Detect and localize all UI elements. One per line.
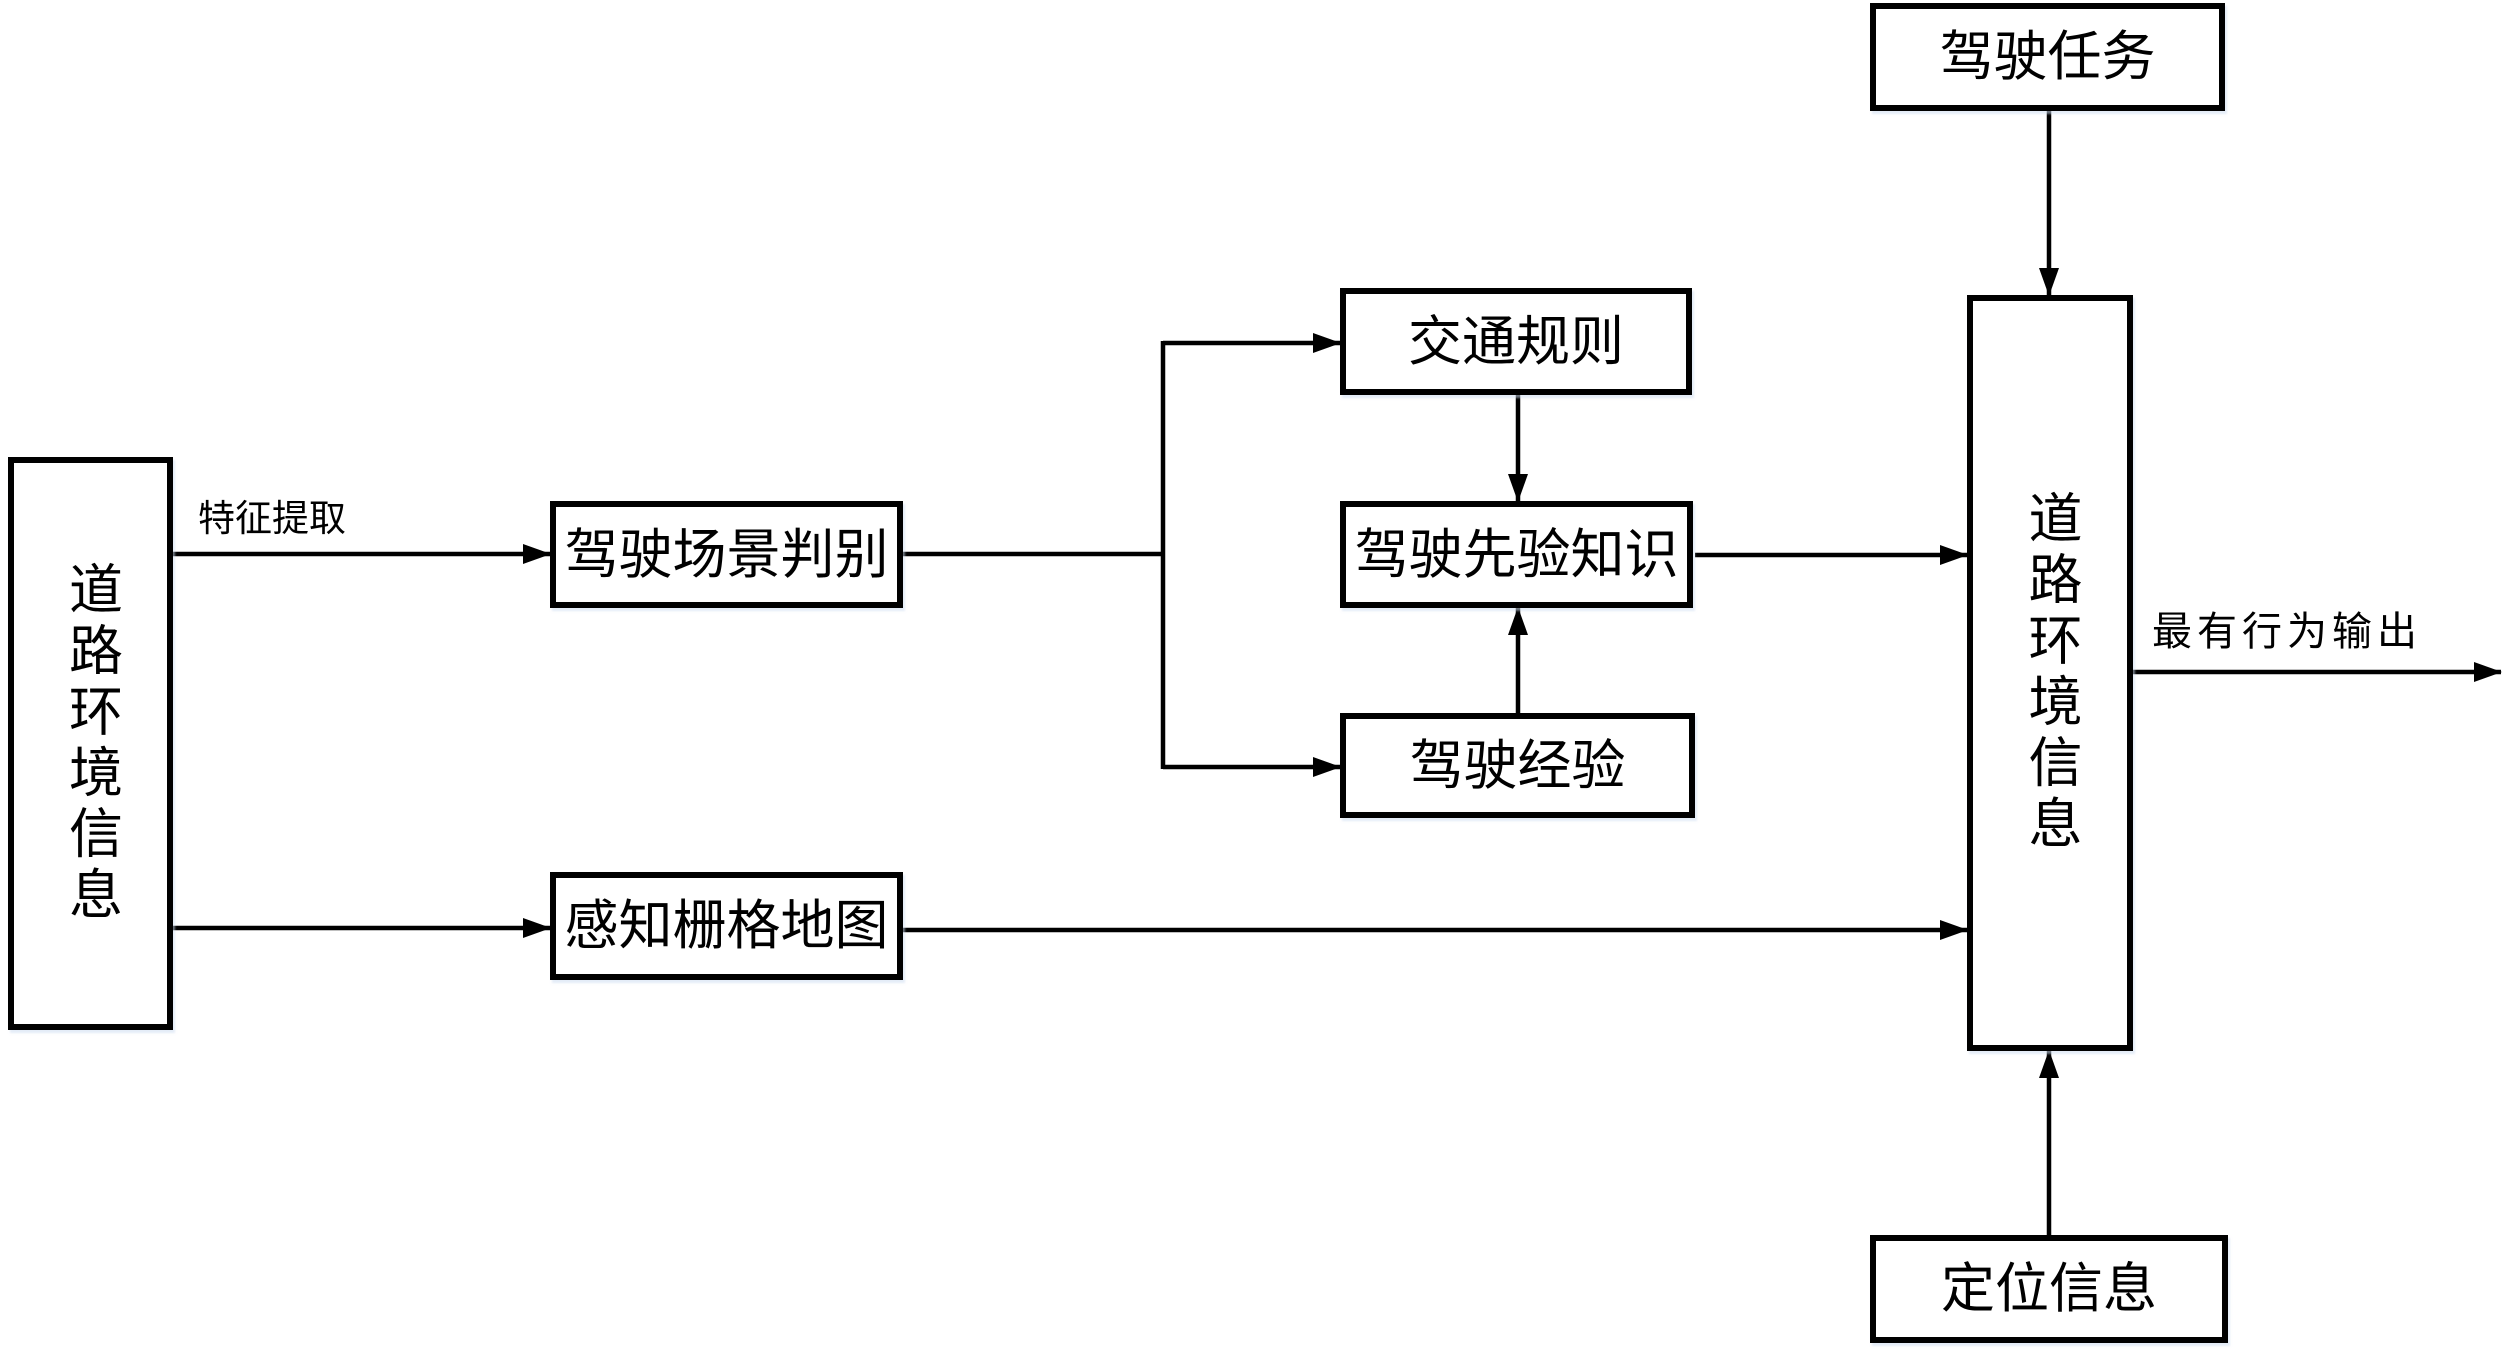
node-driving-experience: 驾驶经验 <box>1340 713 1695 818</box>
node-traffic-rules: 交通规则 <box>1340 288 1692 395</box>
node-scene-discrimination: 驾驶场景判别 <box>550 501 903 608</box>
node-driving-experience-label: 驾驶经验 <box>1409 735 1626 796</box>
node-road-env-output: 道路环境信息 <box>1967 295 2133 1051</box>
node-road-env-input-label: 道路环境信息 <box>60 560 121 927</box>
node-prior-knowledge: 驾驶先验知识 <box>1340 501 1693 608</box>
edge-label-behavior-output: 最有行为输出 <box>2152 610 2422 654</box>
node-road-env-output-label: 道路环境信息 <box>2020 490 2080 856</box>
node-grid-map-label: 感知栅格地图 <box>564 896 889 956</box>
edge-label-feature-extraction: 特征提取 <box>198 498 346 539</box>
node-grid-map: 感知栅格地图 <box>550 872 903 980</box>
node-traffic-rules-label: 交通规则 <box>1408 311 1624 372</box>
node-driving-task-label: 驾驶任务 <box>1939 27 2156 87</box>
node-road-env-input: 道路环境信息 <box>8 457 173 1030</box>
node-location-info: 定位信息 <box>1870 1235 2228 1343</box>
node-driving-task: 驾驶任务 <box>1870 3 2225 111</box>
node-prior-knowledge-label: 驾驶先验知识 <box>1354 524 1679 585</box>
node-location-info-label: 定位信息 <box>1941 1259 2157 1319</box>
node-scene-discrimination-label: 驾驶场景判别 <box>564 524 889 585</box>
